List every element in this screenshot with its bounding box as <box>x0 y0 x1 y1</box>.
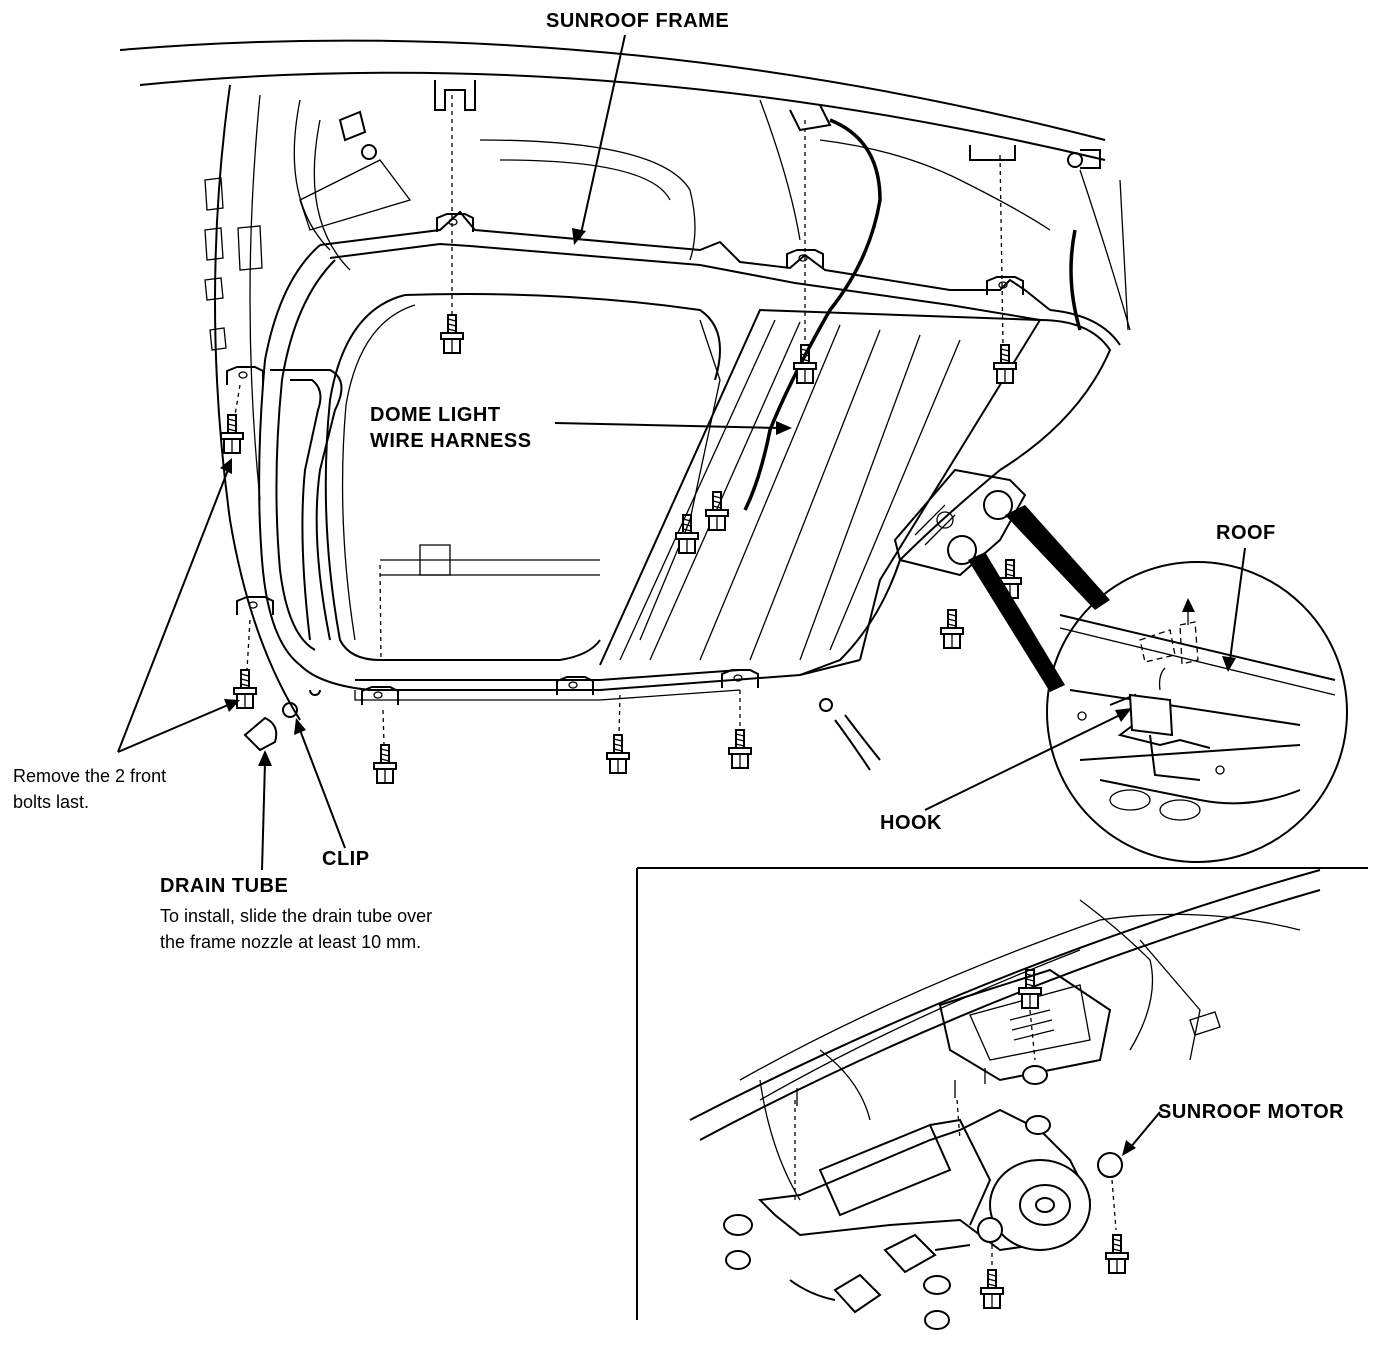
sunroof-frame-label: SUNROOF FRAME <box>546 10 730 32</box>
sunroof-frame-drawing <box>258 118 1121 701</box>
sunroof-motor-label: SUNROOF MOTOR <box>1158 1101 1345 1123</box>
drain-tube-and-clip <box>243 110 1101 771</box>
drain-tube-note-line2: the frame nozzle at least 10 mm. <box>160 932 422 952</box>
motor-inset <box>636 867 1368 1330</box>
front-bolts-note-line2: bolts last. <box>13 792 90 812</box>
dome-light-label: DOME LIGHT <box>370 404 501 426</box>
bolt-axes <box>234 95 1004 746</box>
hook-detail-circle <box>1046 561 1348 863</box>
roof-outline <box>119 39 1131 721</box>
front-bolts-note-line1: Remove the 2 front <box>13 766 167 786</box>
hook-label: HOOK <box>880 812 942 834</box>
clip-label: CLIP <box>322 848 370 870</box>
drain-tube-note-line1: To install, slide the drain tube over <box>160 906 433 926</box>
drain-tube-label: DRAIN TUBE <box>160 875 289 897</box>
roof-label: ROOF <box>1216 522 1276 544</box>
frame-brackets <box>226 80 1024 706</box>
leader-lines <box>117 34 1246 1156</box>
wire-harness-label: WIRE HARNESS <box>370 430 532 452</box>
detail-zoom-wedges <box>968 505 1110 692</box>
